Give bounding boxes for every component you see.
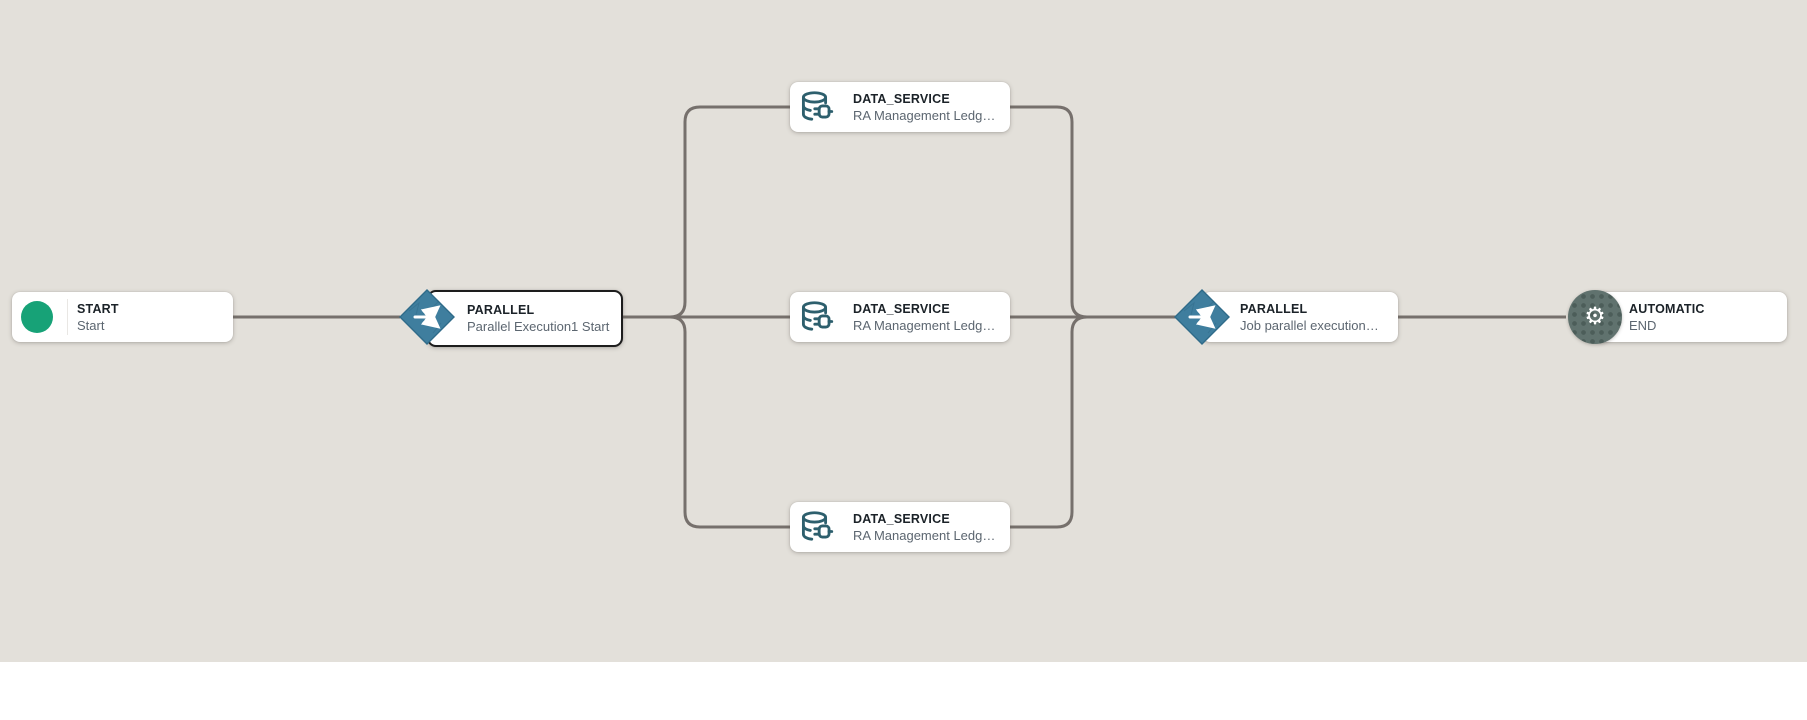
edge-parallel-to-data-service-3[interactable] <box>623 315 790 529</box>
gear-icon: ⚙ <box>1584 302 1606 330</box>
node-type-label: DATA_SERVICE <box>853 301 950 316</box>
node-type-label: START <box>77 301 119 316</box>
data-service-icon <box>801 91 834 121</box>
node-data-service-3[interactable]: DATA_SERVICE RA Management Ledg… <box>790 502 1010 552</box>
node-subtitle: END <box>1629 317 1657 333</box>
parallel-split-icon[interactable] <box>399 289 455 345</box>
bottom-strip <box>0 662 1807 720</box>
parallel-split-icon[interactable] <box>1174 289 1230 345</box>
node-subtitle: Parallel Execution1 Start <box>467 319 610 334</box>
node-subtitle: Job parallel execution… <box>1240 317 1379 333</box>
edge-data-service-3-to-parallel-end[interactable] <box>1010 315 1176 529</box>
data-service-icon <box>801 301 834 331</box>
node-data-service-2[interactable]: DATA_SERVICE RA Management Ledg… <box>790 292 1010 342</box>
node-subtitle: RA Management Ledg… <box>853 317 996 333</box>
node-parallel-start[interactable]: PARALLEL Parallel Execution1 Start <box>427 290 623 347</box>
edge-parallel-to-data-service-1[interactable] <box>623 105 790 319</box>
node-subtitle: RA Management Ledg… <box>853 107 996 123</box>
automatic-circle[interactable]: ⚙ <box>1568 290 1622 344</box>
node-subtitle: RA Management Ledg… <box>853 527 996 543</box>
connector-layer <box>233 105 1566 529</box>
node-type-label: AUTOMATIC <box>1629 301 1705 316</box>
node-type-label: DATA_SERVICE <box>853 91 950 106</box>
node-data-service-1[interactable]: DATA_SERVICE RA Management Ledg… <box>790 82 1010 132</box>
edge-data-service-1-to-parallel-end[interactable] <box>1010 105 1176 319</box>
node-type-label: PARALLEL <box>1240 301 1308 316</box>
card-divider <box>67 299 68 335</box>
node-subtitle: Start <box>77 317 105 333</box>
diagram-canvas[interactable]: START Start PARALLEL Parallel Execution1… <box>0 0 1807 662</box>
node-start[interactable]: START Start <box>12 292 233 342</box>
start-circle-icon <box>21 301 53 333</box>
node-type-label: PARALLEL <box>467 303 535 317</box>
node-parallel-end[interactable]: PARALLEL Job parallel execution… <box>1202 292 1398 342</box>
node-type-label: DATA_SERVICE <box>853 511 950 526</box>
data-service-icon <box>801 511 834 541</box>
node-automatic-end[interactable]: AUTOMATIC END <box>1595 292 1787 342</box>
